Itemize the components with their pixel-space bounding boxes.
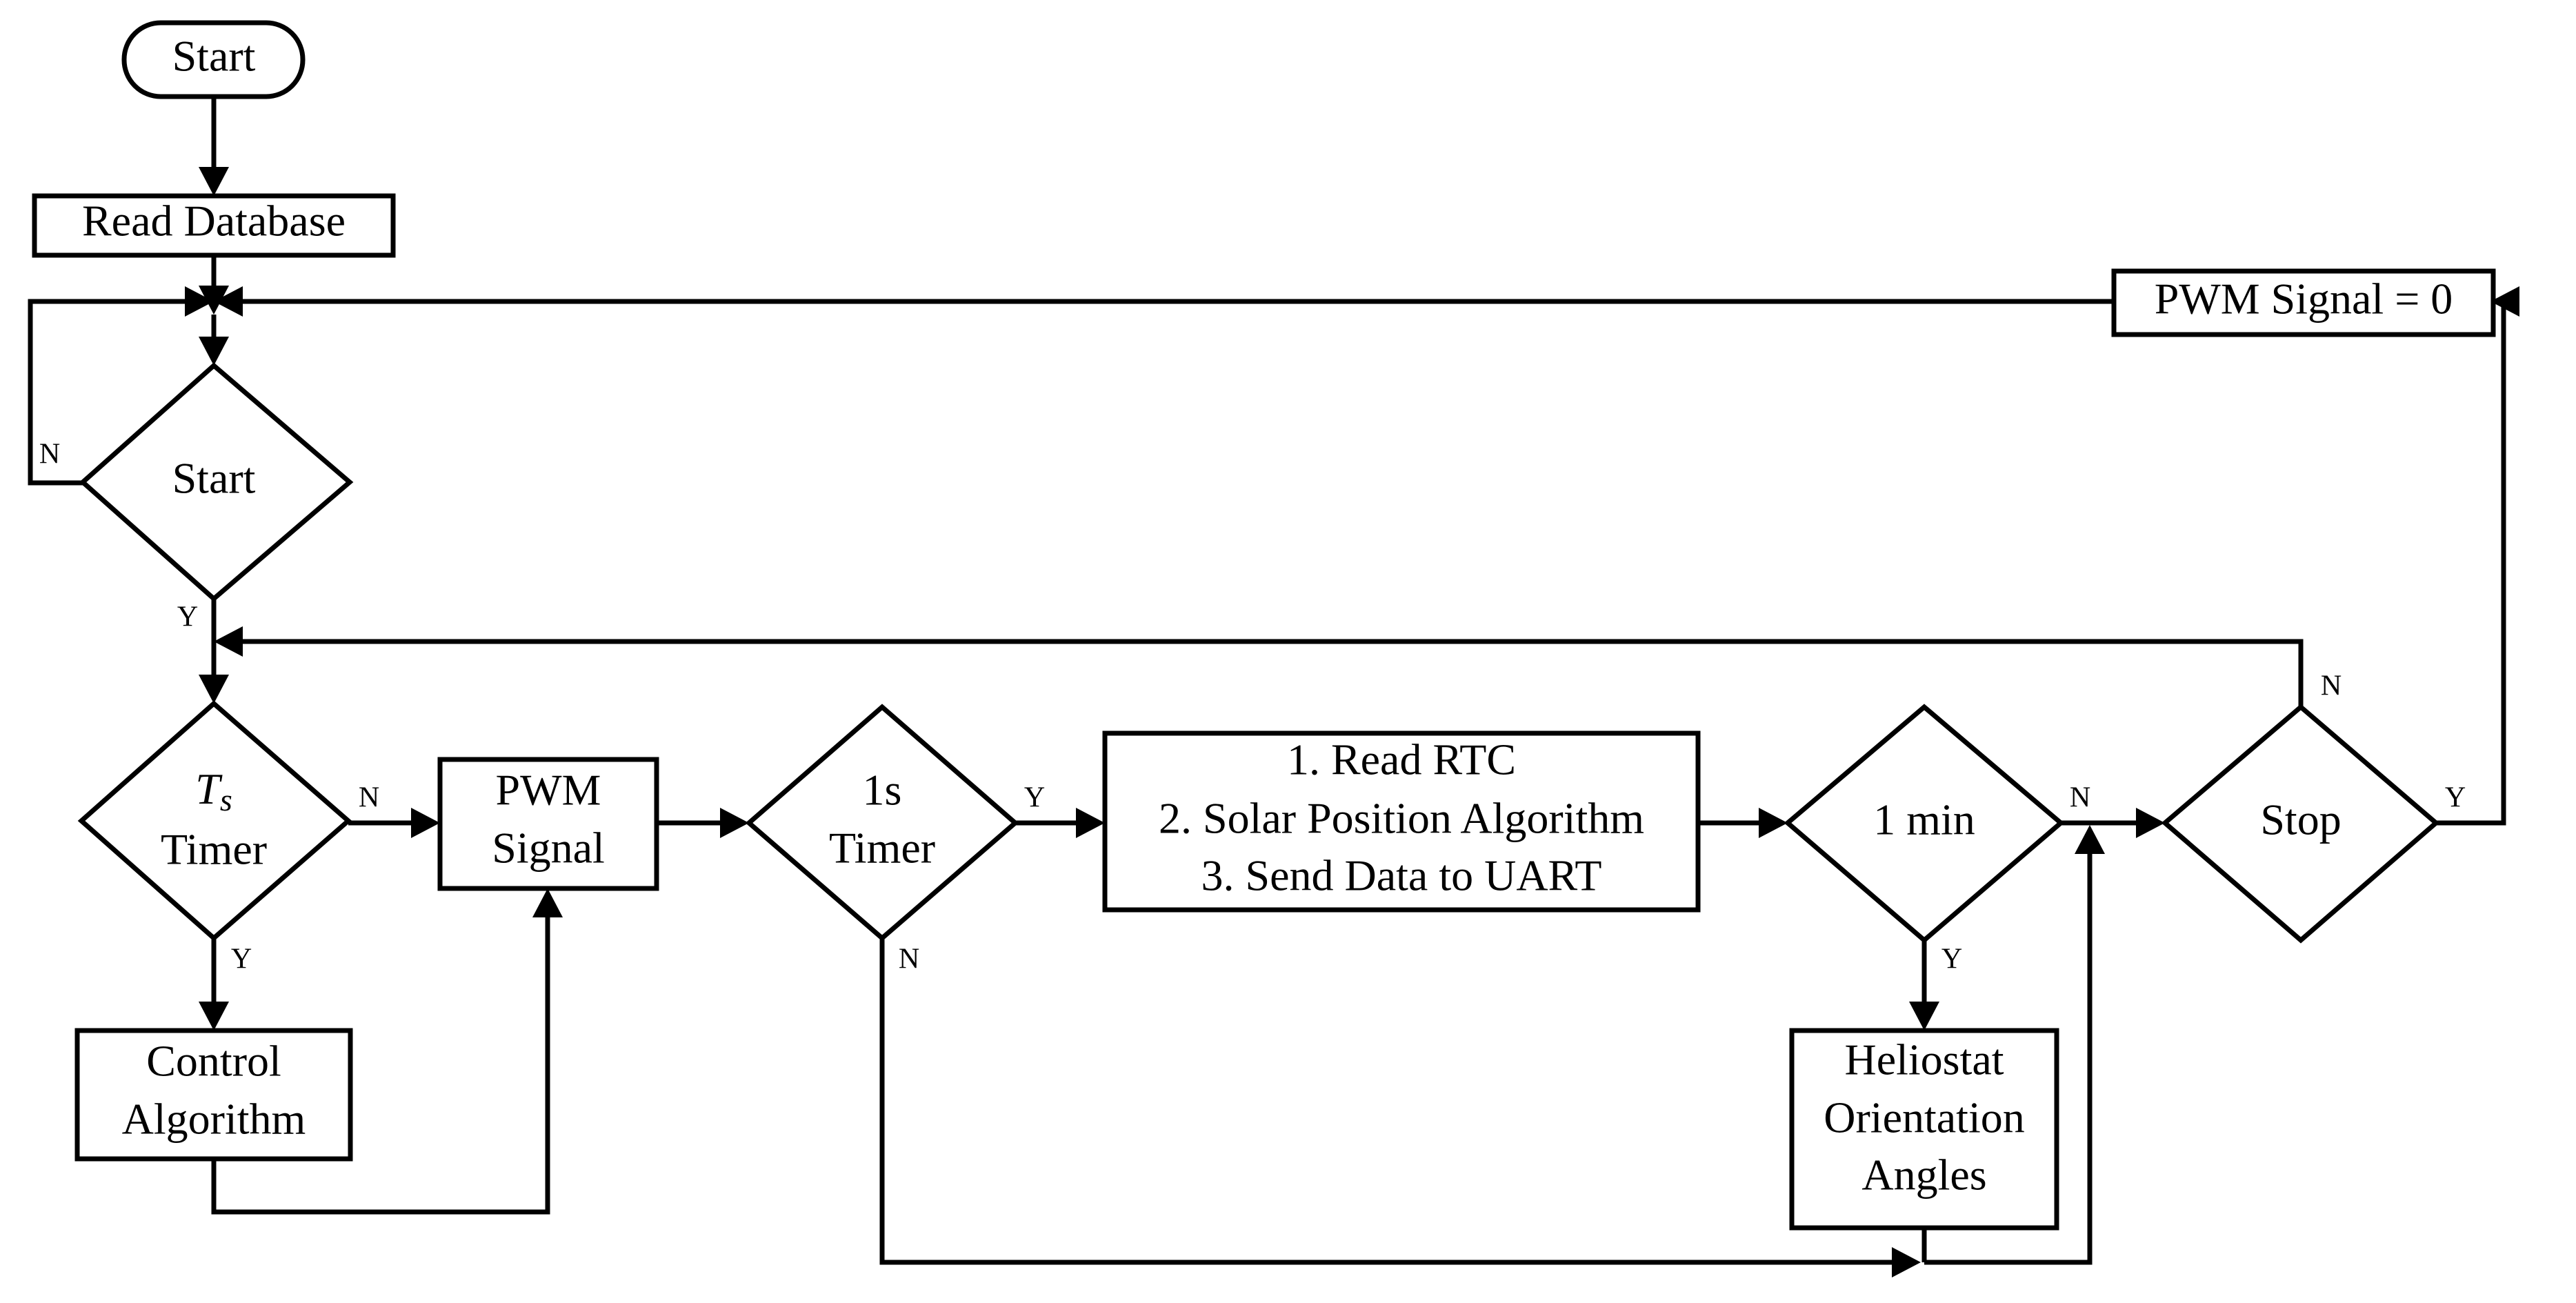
terminal-start: Start [121,20,306,99]
process-pwm-signal: PWM Signal [437,757,659,891]
branch-1s-yes: Y [1024,782,1045,814]
1s-timer-line-1: 1s [863,766,902,815]
arrowhead [1076,808,1105,838]
stop-label: Stop [2260,795,2341,844]
connectors [28,97,2519,1277]
read-database-label: Read Database [82,197,346,246]
arrowhead [185,286,214,317]
edge-1s-no-to-bottom [879,938,1892,1265]
arrowhead [1892,1247,1921,1277]
process-rtc-solar-uart: 1. Read RTC 2. Solar Position Algorithm … [1102,730,1701,913]
ts-symbol: Ts [195,764,232,817]
arrowhead [532,888,563,917]
pwm-signal-line-1: PWM [496,766,601,815]
ts-symbol-main: T [195,764,223,813]
branch-start-yes: Y [177,601,198,633]
edge-bottom-rail-up [1924,853,2093,1265]
process-pwm-signal-zero: PWM Signal = 0 [2111,268,2496,337]
decision-start-label: Start [172,454,256,503]
arrowhead [2490,286,2519,317]
branch-1-min-no: N [2070,782,2090,814]
arrowhead [199,286,229,315]
branch-labels: N Y N Y Y N N Y N Y [39,439,2466,975]
heliostat-line-1: Heliostat [1844,1035,2004,1084]
arrowhead [1759,808,1788,838]
edge-stop-yes-to-pwm-zero [2436,299,2517,826]
decision-start: Start [79,362,354,602]
branch-stop-yes: Y [2445,782,2466,814]
decision-1-min: 1 min [1784,704,2065,944]
ts-symbol-subscript: s [220,782,232,817]
process-control-algorithm: Control Algorithm [74,1028,353,1162]
rtc-process-line-2: 2. Solar Position Algorithm [1159,794,1644,843]
branch-ts-yes: Y [231,944,252,975]
edge-start-no-loop [28,299,185,486]
edge-stop-no-loop [243,639,2304,707]
arrowhead [199,337,229,366]
decision-ts-timer: Ts Timer [77,700,352,942]
1s-timer-line-2: Timer [829,824,935,873]
pwm-signal-line-2: Signal [492,824,605,873]
arrowhead [1909,1002,1939,1031]
arrowhead [2136,808,2165,838]
rtc-process-line-3: 3. Send Data to UART [1201,851,1602,900]
arrowhead [199,1002,229,1031]
branch-1-min-yes: Y [1941,944,1962,975]
terminal-start-label: Start [172,32,256,81]
control-algorithm-line-1: Control [146,1037,281,1086]
arrowhead [199,675,229,704]
pwm-zero-label: PWM Signal = 0 [2155,275,2453,324]
arrowhead [214,626,243,657]
decision-stop: Stop [2161,704,2440,944]
process-read-database: Read Database [32,193,396,258]
branch-stop-no: N [2321,670,2342,702]
heliostat-line-2: Orientation [1824,1093,2024,1142]
decision-1s-timer: 1s Timer [745,704,1019,942]
arrowhead [214,286,243,317]
arrowhead [199,167,229,196]
branch-ts-no: N [359,782,379,814]
arrowhead [720,808,749,838]
branch-1s-no: N [899,944,919,975]
heliostat-line-3: Angles [1861,1151,1986,1200]
control-algorithm-line-2: Algorithm [122,1095,306,1144]
1-min-label: 1 min [1873,795,1975,844]
branch-start-no: N [39,439,60,470]
edge-control-to-pwm [211,916,550,1215]
rtc-process-line-1: 1. Read RTC [1287,735,1516,784]
arrowhead [2075,825,2105,854]
process-heliostat-orientation-angles: Heliostat Orientation Angles [1789,1028,2059,1231]
arrowhead [411,808,440,838]
ts-timer-label: Timer [161,825,267,874]
